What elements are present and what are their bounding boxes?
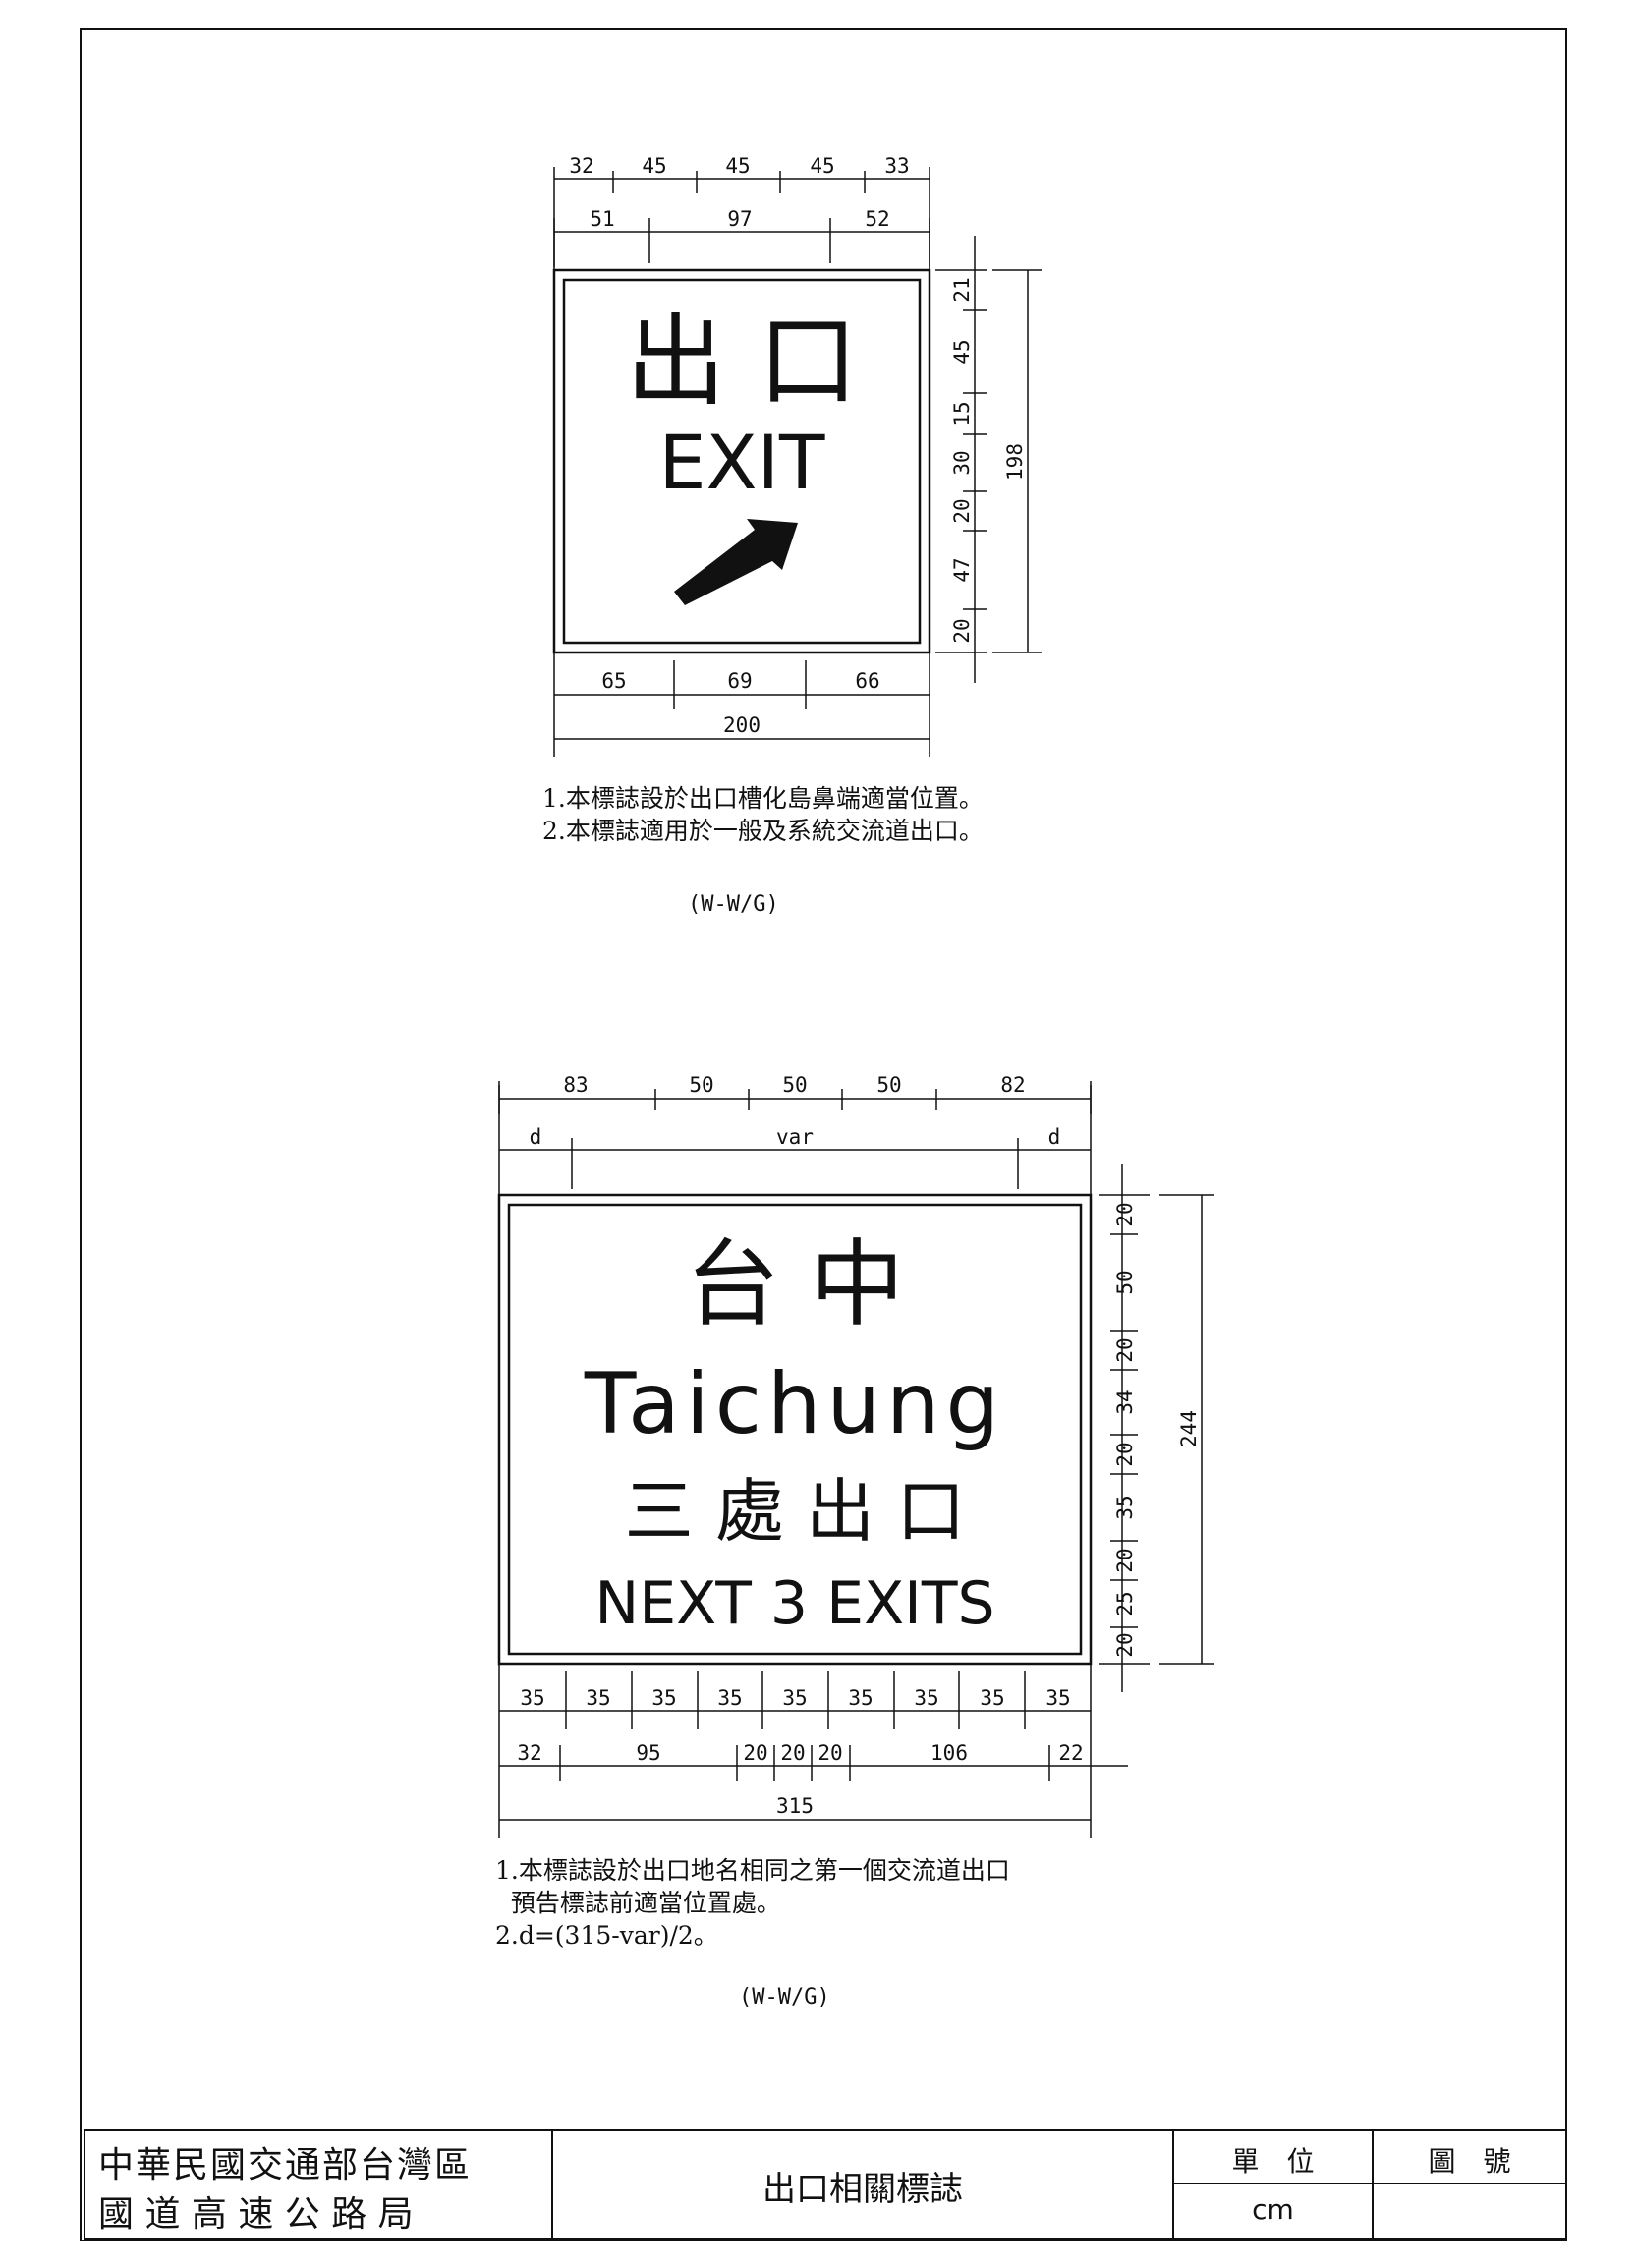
sign1-panel: 出 口 EXIT	[552, 268, 931, 654]
sign1-width-total: 200	[723, 713, 761, 737]
sign2-note-2: 預告標誌前適當位置處。	[495, 1889, 781, 1917]
sign2-bottom-dim2: 32	[517, 1741, 541, 1765]
sign1-height-total: 198	[1003, 443, 1027, 481]
sign2-side-dim: 20	[1113, 1337, 1137, 1362]
sign2-bottom-dim: 35	[782, 1686, 807, 1710]
sign1-en-text: EXIT	[659, 419, 825, 506]
sign2-side-dim: 25	[1113, 1591, 1137, 1616]
sign1-side-dim: 30	[950, 450, 974, 475]
sign2-note-3: 2.d=(315-var)/2。	[495, 1921, 718, 1950]
sign2-bottom-dim2: 20	[818, 1741, 842, 1765]
sign2-top-dim: 50	[782, 1073, 807, 1097]
sign2-bottom-dim: 35	[520, 1686, 544, 1710]
sign2-top-dim2: var	[776, 1125, 814, 1149]
sign2-height-total: 244	[1177, 1410, 1201, 1447]
sign2-top-dim: 82	[1000, 1073, 1025, 1097]
sign2-panel: 台 中 Taichung 三 處 出 口 NEXT 3 EXITS	[497, 1193, 1093, 1666]
sign1-top-dim2: 52	[865, 207, 889, 231]
sign2-top-dim: 50	[689, 1073, 713, 1097]
sign2-side-dim: 35	[1113, 1495, 1137, 1519]
sign1-note-1: 1.本標誌設於出口槽化島鼻端適當位置。	[542, 784, 984, 813]
sign2-bottom-dim2: 106	[930, 1741, 968, 1765]
unit-value: cm	[1252, 2193, 1294, 2226]
sign1-top-dim: 45	[725, 154, 750, 178]
sign2-code: (W-W/G)	[739, 1985, 830, 2010]
sign1-side-dim: 20	[950, 498, 974, 523]
sign2-en-place: Taichung	[584, 1355, 1005, 1453]
sign1-side-dim: 21	[950, 277, 974, 302]
sign1-side-dim: 20	[950, 618, 974, 643]
sign1-top-dim2: 97	[727, 207, 752, 231]
sign2-side-dim: 20	[1113, 1202, 1137, 1226]
sign1-dimension-labels: 32 45 45 45 33 51 97 52 21 45 15 30 20 4…	[569, 154, 1027, 737]
sign2-top-dim2: d	[530, 1125, 542, 1149]
sign2-bottom-dim: 35	[848, 1686, 873, 1710]
sign2-width-total: 315	[776, 1794, 814, 1818]
sign1-note-2: 2.本標誌適用於一般及系統交流道出口。	[542, 817, 984, 845]
sign2-bottom-dim: 35	[980, 1686, 1004, 1710]
sign1-top-dim: 32	[569, 154, 593, 178]
sign2-zh-next: 三 處 出 口	[625, 1471, 966, 1552]
sign2-bottom-dim: 35	[586, 1686, 610, 1710]
sign2-bottom-dim: 35	[914, 1686, 938, 1710]
sign2-bottom-dim2: 20	[743, 1741, 767, 1765]
drawing-number-label: 圖 號	[1428, 2145, 1511, 2178]
sign2-note-1: 1.本標誌設於出口地名相同之第一個交流道出口	[495, 1856, 1010, 1885]
sign2-bottom-dim: 35	[1045, 1686, 1070, 1710]
unit-label: 單 位	[1231, 2145, 1315, 2178]
sign2-side-dim: 20	[1113, 1548, 1137, 1572]
sign2-bottom-dim2: 22	[1058, 1741, 1083, 1765]
sign2-bottom-dim: 35	[717, 1686, 742, 1710]
title-block	[84, 2129, 1567, 2240]
sign2-en-next: NEXT 3 EXITS	[594, 1569, 994, 1638]
drawing-title: 出口相關標誌	[762, 2170, 963, 2209]
sign2-side-dim: 34	[1113, 1389, 1137, 1414]
sign2-top-dim: 50	[876, 1073, 901, 1097]
org-name-line1: 中華民國交通部台灣區	[98, 2145, 473, 2185]
sign2-top-dim: 83	[563, 1073, 588, 1097]
sign1-top-dim: 45	[810, 154, 834, 178]
sign1-bottom-dim: 65	[601, 669, 626, 693]
sign2-bottom-dim2: 20	[780, 1741, 805, 1765]
sign1-side-dim: 15	[950, 401, 974, 425]
sign1-top-dim2: 51	[590, 207, 614, 231]
sign1-bottom-dim: 66	[855, 669, 879, 693]
sign1-code: (W-W/G)	[688, 892, 779, 917]
org-name-line2: 國 道 高 速 公 路 局	[98, 2194, 414, 2235]
sheet-border	[80, 28, 1567, 2241]
sign1-top-dim: 45	[642, 154, 666, 178]
sign2-top-dim2: d	[1048, 1125, 1061, 1149]
sign2-side-dim: 50	[1113, 1270, 1137, 1294]
sign1-side-dim: 45	[950, 339, 974, 364]
exit-arrow-icon	[674, 519, 798, 605]
sign2-zh-place: 台 中	[686, 1229, 905, 1339]
sign2-side-dim: 20	[1113, 1632, 1137, 1657]
sign2-bottom-dim2: 95	[636, 1741, 660, 1765]
sign2-bottom-dim: 35	[651, 1686, 676, 1710]
sign1-side-dim: 47	[950, 557, 974, 582]
sign1-zh-text: 出 口	[626, 304, 858, 421]
sign2-side-dim: 20	[1113, 1442, 1137, 1466]
sign1-top-dim: 33	[884, 154, 909, 178]
sign2-dimension-labels: 83 50 50 50 82 d var d 20 50 20 34 20 35…	[517, 1073, 1201, 1818]
sign1-bottom-dim: 69	[727, 669, 752, 693]
